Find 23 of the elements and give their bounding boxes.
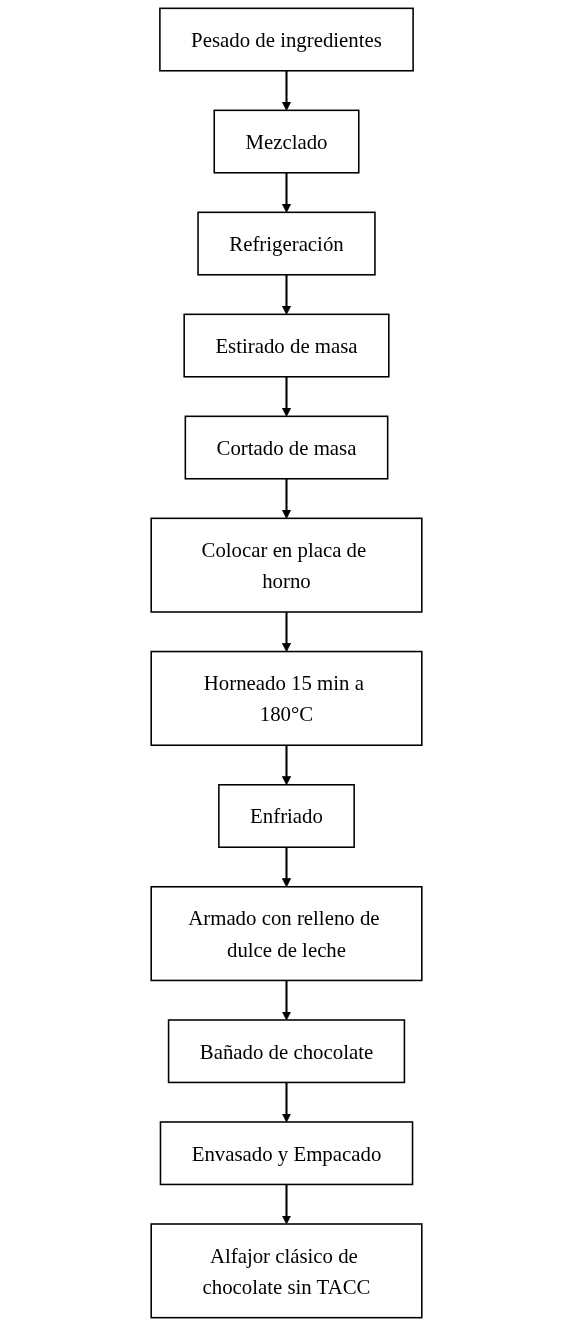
node-box: Mezclado <box>213 109 360 174</box>
node-box: Horneado 15 min a 180°C <box>150 650 423 746</box>
node-box: Estirado de masa <box>183 313 390 378</box>
arrow <box>281 70 292 111</box>
node-box: Armado con relleno de dulce de leche <box>150 886 423 982</box>
arrow <box>281 172 292 213</box>
node-box: Refrigeración <box>197 211 376 276</box>
arrow <box>281 745 292 786</box>
arrow <box>281 612 292 652</box>
node-box: Enfriado <box>218 784 355 848</box>
arrow <box>281 376 292 417</box>
node-box: Envasado y Empacado <box>159 1121 414 1186</box>
node-box: Colocar en placa de horno <box>150 517 423 613</box>
node-box: Bañado de chocolate <box>167 1019 406 1084</box>
arrow <box>281 1184 292 1225</box>
arrow <box>281 847 292 888</box>
node-box: Alfajor clásico de chocolate sin TACC <box>150 1223 423 1319</box>
arrow <box>281 980 292 1021</box>
arrow <box>281 478 292 519</box>
arrow <box>281 274 292 315</box>
arrow <box>281 1082 292 1123</box>
node-box: Pesado de ingredientes <box>159 7 414 72</box>
node-box: Cortado de masa <box>184 415 389 480</box>
